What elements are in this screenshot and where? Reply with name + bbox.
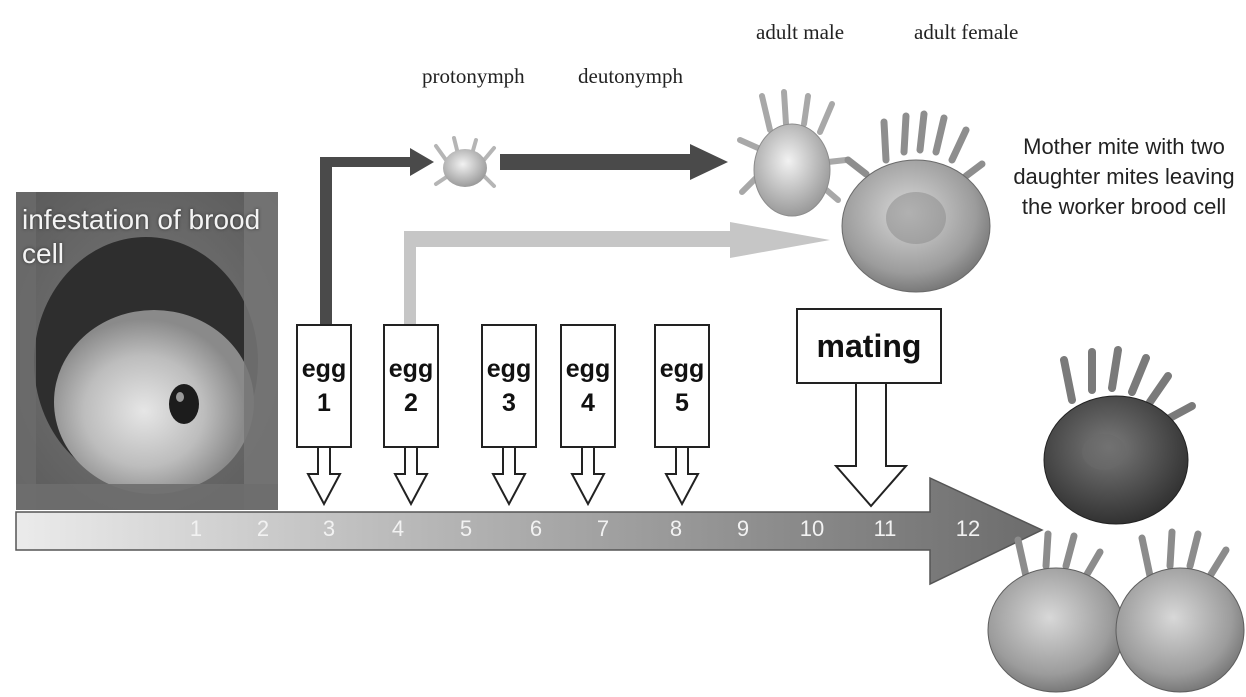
mother-mite-icon	[1044, 350, 1192, 524]
daughter-mite-1-icon	[988, 534, 1124, 692]
adult-male-icon	[740, 92, 846, 216]
daughter-mite-2-icon	[1116, 532, 1244, 692]
protonymph-icon	[436, 138, 494, 187]
adult-female-icon	[842, 114, 990, 292]
